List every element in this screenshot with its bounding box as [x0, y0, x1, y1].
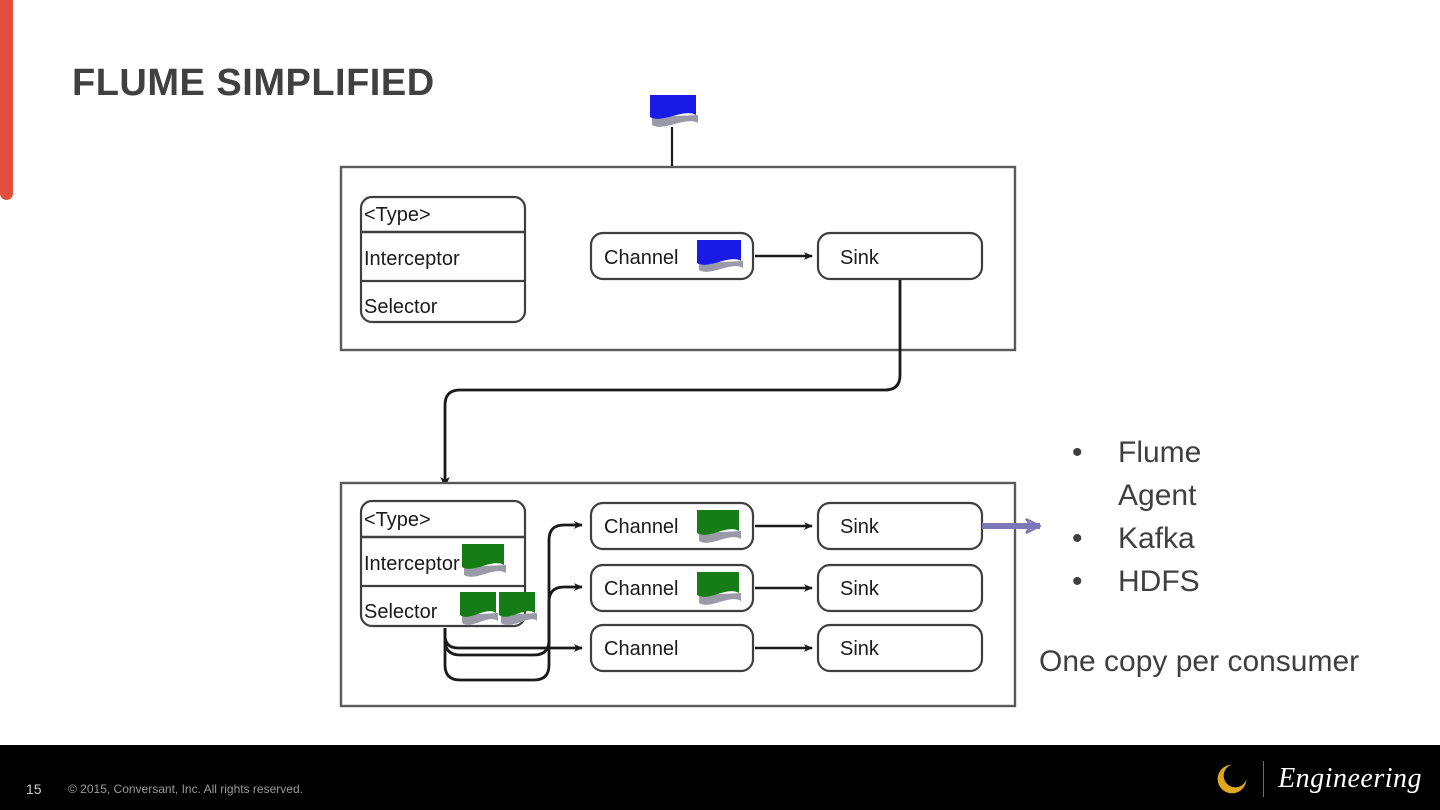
accent-bar — [0, 0, 13, 200]
agent-one-source-interceptor: Interceptor — [364, 248, 460, 270]
route-source-to-channel-3 — [443, 628, 583, 652]
agent-two-source-interceptor: Interceptor — [364, 553, 460, 575]
conversant-logo-icon — [1217, 764, 1247, 794]
list-item: • Kafka — [1062, 517, 1432, 560]
agent-one-source-selector: Selector — [364, 296, 438, 318]
agent-one-channel-payload-blue — [697, 240, 743, 272]
agent-two-sink-label-2: Sink — [840, 578, 880, 600]
agent-two-sink-box-2 — [816, 563, 984, 613]
agent-two-channel-payload-green-1 — [697, 510, 741, 543]
route-source-to-channel-1 — [443, 521, 583, 682]
agent-two-channel-box-3 — [589, 623, 755, 673]
bullet-dot-icon: • — [1072, 436, 1083, 469]
bullet-list: • Flume Agent • Kafka • HDFS — [1062, 431, 1432, 603]
page-number: 15 — [26, 781, 42, 797]
agent-two-selector-payload-green-2 — [499, 592, 537, 625]
agent-one-source-box — [359, 195, 527, 324]
brand-word: Engineering — [1278, 763, 1422, 794]
list-item: • Flume Agent — [1062, 431, 1432, 517]
agent-one-sink-box — [816, 231, 984, 281]
note-text: One copy per consumer — [1039, 645, 1360, 678]
payload-blue-top — [650, 95, 698, 127]
flume-diagram: <Type> Interceptor Selector Channel Sink… — [339, 95, 1440, 708]
brand-lockup: Engineering — [1215, 757, 1422, 801]
bullet-label: Kafka — [1118, 522, 1195, 555]
agent-two-interceptor-payload-green — [462, 544, 506, 577]
agent-two-source-type: <Type> — [364, 509, 431, 531]
agent-two-channel-label-1: Channel — [604, 516, 679, 538]
agent-two-sink-box-3 — [816, 623, 984, 673]
agent-two-channel-label-2: Channel — [604, 578, 679, 600]
agent-one-source-type: <Type> — [364, 204, 431, 226]
agent-one-channel-label: Channel — [604, 247, 679, 269]
agent-two-channel-payload-green-2 — [697, 572, 741, 605]
footer-bar — [0, 745, 1440, 810]
page-title: FLUME SIMPLIFIED — [72, 62, 435, 104]
agent-two-channel-label-3: Channel — [604, 638, 679, 660]
copyright-text: © 2015, Conversant, Inc. All rights rese… — [68, 782, 303, 796]
bullet-label: HDFS — [1118, 565, 1200, 598]
agent-one-sink-label: Sink — [840, 247, 880, 269]
bullet-dot-icon: • — [1072, 522, 1083, 555]
bullet-label: Flume Agent — [1118, 436, 1202, 512]
brand-divider — [1263, 761, 1265, 797]
agent-two-selector-payload-green-1 — [460, 592, 498, 625]
connector-agent-one-to-agent-two — [440, 280, 902, 488]
route-source-to-channel-2 — [443, 583, 583, 657]
agent-two-source-selector: Selector — [364, 601, 438, 623]
list-item: • HDFS — [1062, 560, 1432, 603]
bullet-dot-icon: • — [1072, 565, 1083, 598]
agent-two-sink-label-1: Sink — [840, 516, 880, 538]
agent-two-sink-label-3: Sink — [840, 638, 880, 660]
